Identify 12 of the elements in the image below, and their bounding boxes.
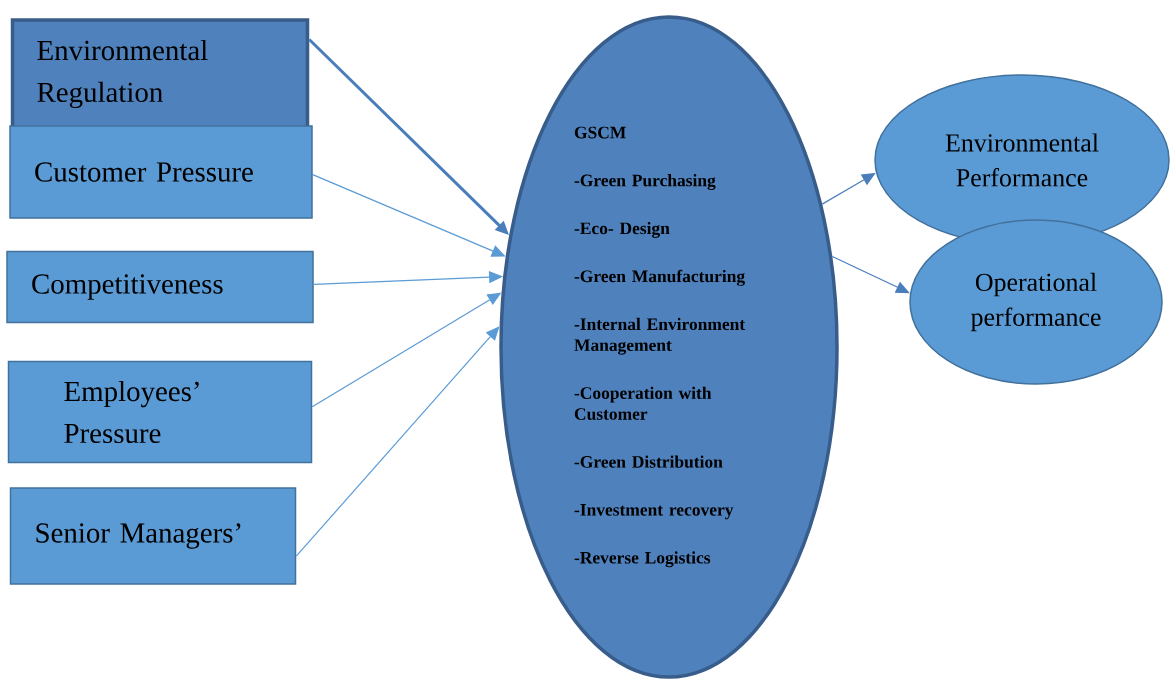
ellipse-node: GSCM -Green Purchasing -Eco- Design -Green Manufacturing -Internal Environment Management -Cooperation with Customer -Green Distribution -Investment recovery -Reverse Logistics: [499, 15, 839, 679]
ellipse-node: Operational performance: [909, 219, 1163, 385]
arrow: [831, 255, 910, 294]
rectangle-box: Competitiveness: [6, 250, 314, 324]
arrow: [821, 172, 876, 205]
node-label: Operational performance: [970, 272, 1101, 332]
rectangle-box: Employees’ Pressure: [7, 360, 313, 464]
rectangle-box: Customer Pressure: [9, 125, 313, 219]
ellipse-node: Environmental Performance: [874, 74, 1170, 246]
rectangle-box: Environmental Regulation: [10, 18, 310, 130]
rectangle-box: Senior Managers’: [9, 487, 297, 585]
arrow: [295, 326, 500, 557]
